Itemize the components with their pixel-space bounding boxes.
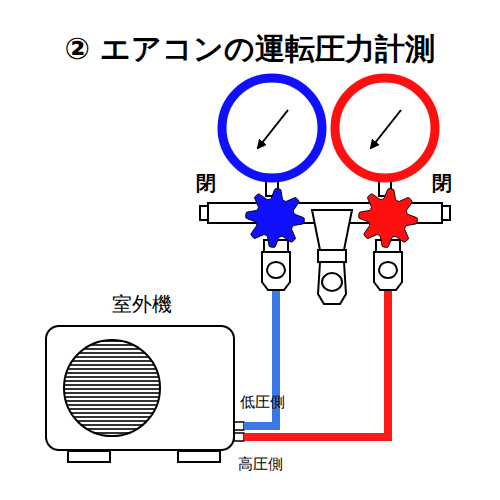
high-side-label: 高圧側: [238, 456, 283, 473]
diagram-title: ② エアコンの運転圧力計測: [65, 32, 436, 65]
unit-label: 室外機: [112, 293, 172, 315]
closed-mark: 閉: [432, 172, 452, 194]
high-pressure-hose: [244, 290, 388, 437]
low-side-coupler: [262, 240, 290, 290]
low-side-valve-knob: [246, 189, 305, 248]
high-pressure-gauge: [335, 78, 435, 196]
unit-feet: [68, 451, 220, 462]
outdoor-unit-fan: [64, 340, 160, 436]
high-side-valve-knob: [359, 189, 418, 248]
closed-mark: 閉: [196, 172, 216, 194]
low-side-label: 低圧側: [240, 394, 285, 411]
low-pressure-gauge: [222, 78, 322, 196]
outdoor-unit: 室外機: [45, 325, 235, 451]
service-ports: [234, 422, 244, 441]
